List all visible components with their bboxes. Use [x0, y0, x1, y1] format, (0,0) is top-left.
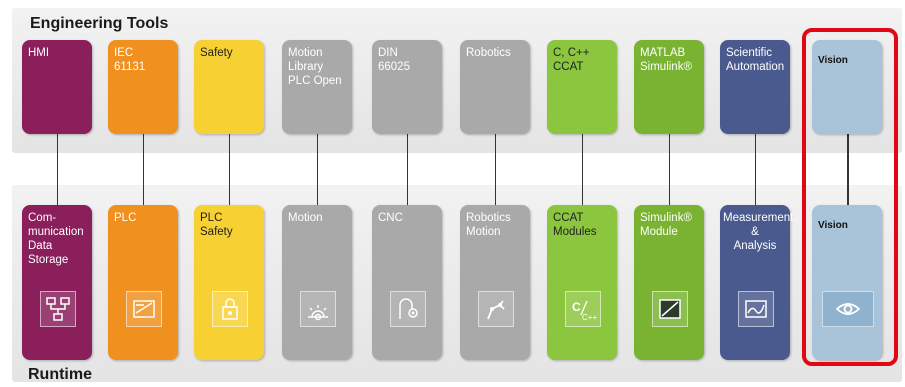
engineering-tool-8: Scientific Automation	[720, 40, 790, 134]
simulink-icon	[652, 291, 688, 327]
connector-line-2	[229, 134, 230, 205]
connector-line-9	[847, 134, 849, 205]
runtime-module-8: Measurement & Analysis	[720, 205, 794, 360]
cnc-icon	[390, 291, 426, 327]
engineering-tool-label-5: Robotics	[466, 47, 511, 59]
runtime-module-label-5: Robotics Motion	[466, 212, 511, 238]
connector-line-8	[755, 134, 756, 205]
runtime-module-1: PLC	[108, 205, 178, 360]
runtime-module-9: Vision	[812, 205, 882, 360]
connector-line-3	[317, 134, 318, 205]
engineering-tool-label-6: C, C++ CCAT	[553, 47, 590, 73]
engineering-tool-5: Robotics	[460, 40, 530, 134]
connector-line-5	[495, 134, 496, 205]
network-icon	[40, 291, 76, 327]
runtime-module-4: CNC	[372, 205, 442, 360]
runtime-module-label-0: Com- munication Data Storage	[28, 212, 84, 266]
plc-icon	[126, 291, 162, 327]
engineering-tool-7: MATLAB Simulink®	[634, 40, 704, 134]
runtime-module-3: Motion	[282, 205, 352, 360]
runtime-module-label-8: Measurement & Analysis	[723, 212, 794, 252]
engineering-tool-label-8: Scientific Automation	[726, 47, 785, 73]
engineering-tool-label-9: Vision	[818, 55, 848, 66]
engineering-tool-6: C, C++ CCAT	[547, 40, 617, 134]
engineering-tool-2: Safety	[194, 40, 264, 134]
engineering-tool-label-4: DIN 66025	[378, 47, 410, 73]
engineering-tool-label-1: IEC 61131	[114, 47, 146, 73]
engineering-tool-label-3: Motion Library PLC Open	[288, 47, 342, 87]
runtime-module-0: Com- munication Data Storage	[22, 205, 92, 360]
svg-text:C++: C++	[582, 313, 597, 322]
eye-icon	[822, 291, 874, 327]
runtime-module-label-3: Motion	[288, 212, 323, 224]
runtime-module-label-1: PLC	[114, 212, 137, 224]
motion-gear-icon	[300, 291, 336, 327]
engineering-tool-3: Motion Library PLC Open	[282, 40, 352, 134]
runtime-module-label-2: PLC Safety	[200, 212, 233, 238]
connector-line-1	[143, 134, 144, 205]
connector-line-0	[57, 134, 58, 205]
engineering-tool-0: HMI	[22, 40, 92, 134]
connector-line-6	[582, 134, 583, 205]
runtime-module-label-7: Simulink® Module	[640, 212, 692, 238]
runtime-module-label-4: CNC	[378, 212, 403, 224]
engineering-tool-label-2: Safety	[200, 47, 233, 59]
svg-text:C: C	[572, 300, 581, 314]
runtime-module-label-9: Vision	[818, 220, 848, 231]
connector-line-7	[669, 134, 670, 205]
runtime-module-label-6: CCAT Modules	[553, 212, 597, 238]
vision-highlight-frame	[802, 28, 898, 366]
runtime-title: Runtime	[28, 366, 92, 383]
runtime-module-2: PLC Safety	[194, 205, 264, 360]
runtime-module-7: Simulink® Module	[634, 205, 704, 360]
engineering-tool-9: Vision	[812, 40, 882, 134]
engineering-tool-1: IEC 61131	[108, 40, 178, 134]
runtime-module-5: Robotics Motion	[460, 205, 530, 360]
safety-lock-icon	[212, 291, 248, 327]
engineering-tool-4: DIN 66025	[372, 40, 442, 134]
engineering-tools-title: Engineering Tools	[30, 15, 169, 32]
robot-arm-icon	[478, 291, 514, 327]
engineering-tool-label-0: HMI	[28, 47, 50, 59]
measurement-icon	[738, 291, 774, 327]
engineering-tool-label-7: MATLAB Simulink®	[640, 47, 692, 73]
connector-line-4	[407, 134, 408, 205]
